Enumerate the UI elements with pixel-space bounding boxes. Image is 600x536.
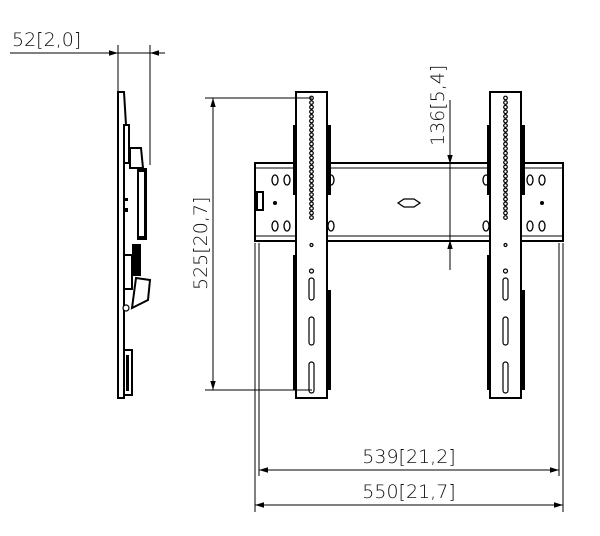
mount-hole [309, 123, 314, 128]
mount-hole [503, 215, 508, 221]
mount-hole [503, 113, 508, 119]
right-upright [487, 91, 525, 399]
mount-hole [503, 196, 508, 202]
mount-hole [309, 182, 314, 188]
mount-hole [309, 242, 314, 248]
mount-hole [309, 178, 314, 184]
mount-hole [309, 215, 314, 221]
mount-hole [503, 118, 508, 124]
height-dimension: 525[20,7] [190, 97, 312, 391]
mount-hole [503, 169, 508, 175]
mount-hole [503, 182, 508, 188]
depth-dimension: 52[2,0] [10, 29, 165, 165]
mount-hole [309, 196, 314, 202]
mount-hole [309, 127, 314, 133]
mount-slot [308, 316, 315, 346]
mount-hole [503, 242, 508, 248]
mount-hole [309, 136, 314, 142]
rail-height-dimension: 136[5,4] [427, 65, 453, 270]
mount-hole [309, 210, 314, 216]
mount-hole [309, 164, 314, 170]
mount-hole [309, 141, 314, 147]
mount-hole [503, 210, 508, 216]
mount-hole [309, 169, 314, 175]
mount-hole [309, 146, 314, 152]
mount-hole [309, 132, 314, 138]
mount-hole [503, 100, 508, 105]
mount-hole [503, 164, 508, 170]
mount-hole [503, 201, 508, 207]
mount-hole [503, 132, 508, 138]
mount-hole [309, 100, 314, 105]
mount-hole [503, 136, 508, 142]
mount-hole [309, 159, 314, 165]
mount-hole [503, 141, 508, 147]
mount-hole [503, 178, 508, 184]
mount-slot [308, 361, 315, 394]
mount-hole [503, 155, 508, 161]
mount-hole [503, 127, 508, 133]
mount-hole [503, 173, 508, 179]
mount-hole [309, 113, 314, 119]
outer-width-label: 550[21,7] [362, 481, 455, 503]
mount-slot [502, 277, 509, 301]
left-upright-holes [308, 95, 315, 394]
mount-hole [503, 187, 508, 193]
mount-hole [503, 159, 508, 165]
right-upright-holes [502, 95, 509, 394]
mount-hole [309, 104, 314, 110]
mount-hole [503, 104, 508, 110]
mount-hole [503, 123, 508, 128]
mount-hole [503, 146, 508, 152]
inner-width-label: 539[21,2] [362, 446, 455, 468]
mount-hole [503, 150, 508, 156]
mount-slot [502, 361, 509, 394]
mount-hole [309, 173, 314, 179]
side-profile-view [117, 91, 152, 399]
depth-label: 52[2,0] [12, 29, 81, 51]
mount-hole [503, 192, 508, 198]
left-upright [293, 91, 331, 399]
mount-hole [309, 205, 314, 211]
mount-hole [503, 205, 508, 211]
height-label: 525[20,7] [190, 197, 212, 290]
mount-slot [308, 277, 315, 301]
mount-slot [502, 316, 509, 346]
mount-hole [308, 268, 315, 274]
width-dimensions: 539[21,2] 550[21,7] [254, 243, 564, 512]
mount-hole [309, 118, 314, 124]
mount-hole [309, 201, 314, 207]
mount-hole [503, 109, 508, 115]
mount-hole [309, 187, 314, 193]
rail-height-label: 136[5,4] [427, 65, 449, 146]
mount-hole [309, 109, 314, 115]
mount-hole [309, 192, 314, 198]
mount-hole [503, 95, 508, 101]
mount-hole [309, 150, 314, 156]
mount-hole [502, 268, 509, 274]
mount-hole [309, 155, 314, 161]
